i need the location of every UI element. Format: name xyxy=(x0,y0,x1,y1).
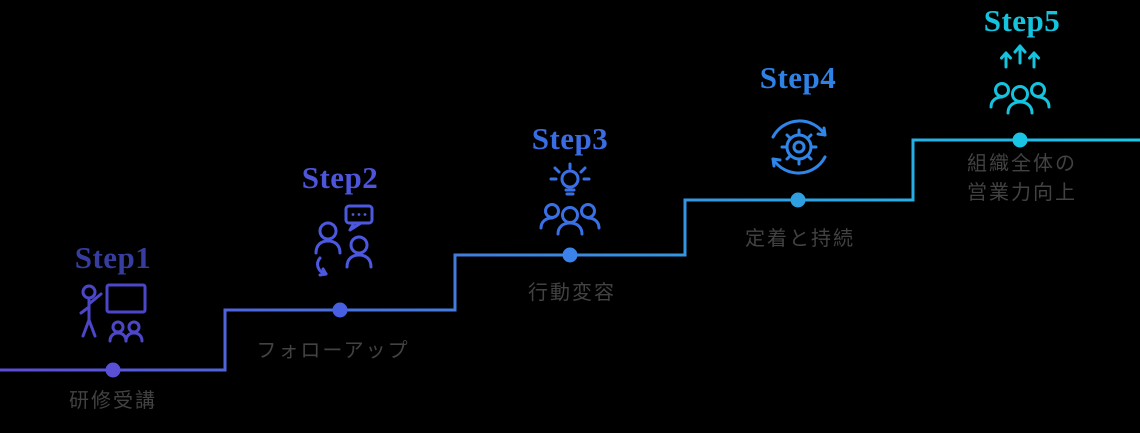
step4-node-dot xyxy=(790,192,806,208)
gear-cycle-icon xyxy=(755,101,843,189)
step3-node-dot xyxy=(562,247,578,263)
step2-label: Step2 xyxy=(301,160,379,195)
step5-caption: 組織全体の 営業力向上 xyxy=(967,150,1077,208)
step5-label: Step5 xyxy=(983,3,1061,38)
step5-node-dot xyxy=(1012,132,1028,148)
step5-caption-line2: 営業力向上 xyxy=(967,182,1077,204)
step4-caption: 定着と持続 xyxy=(745,228,855,250)
step1-node-dot xyxy=(105,362,121,378)
team-growth-icon xyxy=(980,43,1060,123)
step1-caption: 研修受講 xyxy=(69,390,157,412)
team-idea-icon xyxy=(530,162,610,246)
step2-node-dot xyxy=(332,302,348,318)
step2-caption: フォローアップ xyxy=(256,340,410,362)
step5-caption-line1: 組織全体の xyxy=(967,153,1077,175)
followup-chat-icon xyxy=(306,203,382,279)
step3-label: Step3 xyxy=(531,121,609,156)
step3-caption: 行動変容 xyxy=(528,282,616,304)
presenter-training-icon xyxy=(77,280,149,352)
step4-label: Step4 xyxy=(759,60,837,95)
step1-label: Step1 xyxy=(74,240,152,275)
